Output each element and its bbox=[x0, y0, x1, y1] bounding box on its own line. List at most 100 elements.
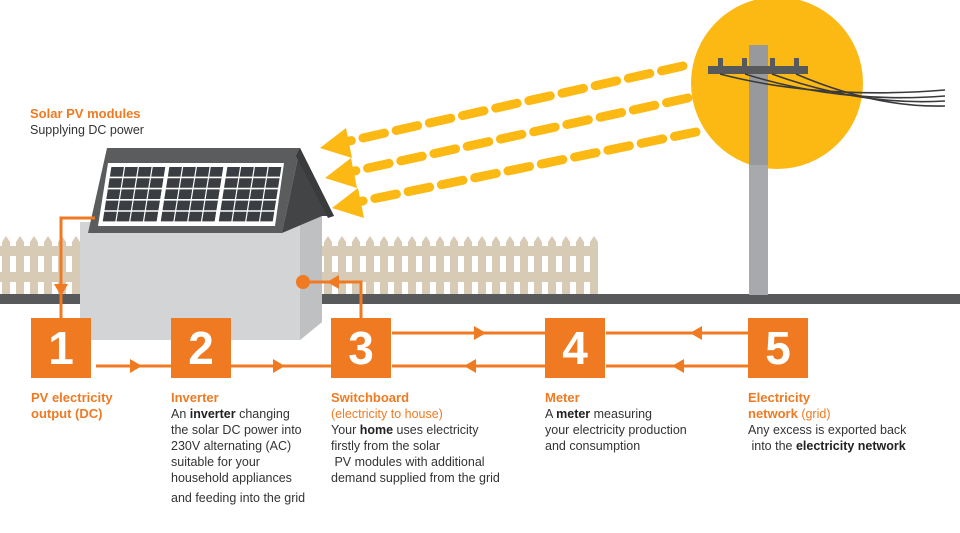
step-3-number: 3 bbox=[331, 318, 391, 378]
solar-cell bbox=[209, 167, 224, 177]
solar-cell bbox=[191, 189, 207, 199]
flow-connectors bbox=[59, 216, 750, 368]
solar-cell bbox=[260, 211, 275, 222]
solar-cell bbox=[137, 167, 152, 177]
step-3-desc-bold: home bbox=[359, 423, 394, 437]
step-2-desc-pre: An bbox=[171, 407, 190, 421]
step-4-desc-line-2: your electricity production bbox=[545, 423, 687, 437]
solar-cell bbox=[147, 189, 162, 199]
step-2-title: Inverter bbox=[171, 390, 219, 405]
solar-cell bbox=[104, 200, 119, 211]
step-4-desc-bold: meter bbox=[556, 407, 591, 421]
step-2-desc-line-4: suitable for your bbox=[171, 455, 260, 469]
solar-cell bbox=[145, 200, 161, 211]
solar-cell bbox=[144, 211, 159, 222]
solar-panel bbox=[214, 163, 284, 226]
fence-picket bbox=[72, 236, 80, 294]
solar-cell bbox=[151, 167, 166, 177]
solar-cell bbox=[267, 167, 282, 177]
step-5-title-2-suffix: (grid) bbox=[797, 407, 831, 421]
step-2-desc-line-1: An inverter changing bbox=[171, 406, 305, 422]
fence-picket bbox=[44, 236, 52, 294]
step-1-number: 1 bbox=[31, 318, 91, 378]
step-3-subtitle: (electricity to house) bbox=[331, 407, 443, 421]
solar-cell bbox=[232, 211, 247, 222]
fence-picket bbox=[464, 236, 472, 294]
fence-picket bbox=[478, 236, 486, 294]
fence-picket bbox=[506, 236, 514, 294]
step-4-number: 4 bbox=[545, 318, 605, 378]
solar-panel bbox=[98, 163, 168, 226]
step-1-title-line-2: output (DC) bbox=[31, 406, 103, 421]
step-3-text: Switchboard (electricity to house) Your … bbox=[331, 390, 500, 486]
step-4-text: Meter A meter measuring your electricity… bbox=[545, 390, 687, 454]
solar-cell bbox=[109, 167, 124, 177]
step-2-text: Inverter An inverter changing the solar … bbox=[171, 390, 305, 506]
solar-cell bbox=[102, 211, 117, 222]
fence-picket bbox=[450, 236, 458, 294]
step-1-title-line-1: PV electricity bbox=[31, 390, 113, 405]
solar-cell bbox=[263, 189, 278, 199]
fence-picket bbox=[352, 236, 360, 294]
step-2-desc-bold: inverter bbox=[189, 407, 236, 421]
solar-cell bbox=[220, 200, 235, 211]
utility-pole bbox=[708, 45, 946, 295]
flow-arrowheads bbox=[54, 275, 702, 373]
solar-cell bbox=[176, 200, 191, 211]
solar-cell bbox=[224, 178, 239, 188]
step-3-desc-line-1: Your home uses electricity bbox=[331, 422, 500, 438]
solar-cell bbox=[222, 189, 237, 199]
solar-cell bbox=[166, 178, 181, 188]
fence-picket bbox=[590, 236, 598, 294]
step-5-title-2: network bbox=[748, 406, 798, 421]
step-4-desc-line-3: and consumption bbox=[545, 439, 641, 453]
step-2-desc-line-2: the solar DC power into bbox=[171, 423, 302, 437]
solar-cell bbox=[225, 167, 240, 177]
step-1-text: PV electricity output (DC) bbox=[31, 390, 113, 422]
solar-cell bbox=[133, 189, 149, 199]
solar-cell bbox=[239, 167, 254, 177]
solar-cell bbox=[249, 189, 265, 199]
step-2-desc-line-6: and feeding into the grid bbox=[171, 491, 306, 505]
step-4-desc-post: measuring bbox=[590, 407, 653, 421]
solar-cell bbox=[218, 211, 233, 222]
solar-cell bbox=[207, 178, 222, 188]
solar-cell bbox=[178, 189, 193, 199]
step-4-title: Meter bbox=[545, 390, 580, 405]
panels-title: Solar PV modules bbox=[30, 106, 141, 121]
step-5-title-line-2: network (grid) bbox=[748, 406, 906, 422]
solar-cell bbox=[162, 200, 177, 211]
fence-picket bbox=[2, 236, 10, 294]
step-5-desc-line-1: Any excess is exported back bbox=[748, 423, 907, 437]
step-5-title: Electricity bbox=[748, 390, 811, 405]
sun bbox=[691, 0, 863, 169]
step-5-desc-pre: into the bbox=[748, 439, 796, 453]
solar-cell bbox=[190, 200, 205, 211]
solar-cell bbox=[246, 211, 261, 222]
step-5-desc-line-2: into the electricity network bbox=[748, 438, 906, 454]
step-2-desc-post: changing bbox=[235, 407, 290, 421]
solar-cell bbox=[181, 167, 196, 177]
fence-picket bbox=[30, 236, 38, 294]
step-3-desc-pre: Your bbox=[331, 423, 360, 437]
solar-cell bbox=[135, 178, 150, 188]
step-5-desc-bold: electricity network bbox=[795, 439, 906, 453]
solar-cell bbox=[120, 189, 135, 199]
fence-picket bbox=[366, 236, 374, 294]
sunlight-arrowheads bbox=[320, 128, 364, 218]
fence-picket bbox=[380, 236, 388, 294]
solar-cell bbox=[164, 189, 179, 199]
solar-cell bbox=[253, 167, 268, 177]
step-2-desc-line-3: 230V alternating (AC) bbox=[171, 439, 292, 453]
solar-cell bbox=[106, 189, 121, 199]
fence-picket bbox=[394, 236, 402, 294]
solar-cell bbox=[130, 211, 145, 222]
solar-cell bbox=[195, 167, 210, 177]
solar-cell bbox=[265, 178, 280, 188]
fence-picket bbox=[408, 236, 416, 294]
solar-cell bbox=[248, 200, 263, 211]
solar-panel bbox=[156, 163, 226, 226]
step-3-desc-post: uses electricity bbox=[393, 423, 479, 437]
solar-cell bbox=[188, 211, 203, 222]
